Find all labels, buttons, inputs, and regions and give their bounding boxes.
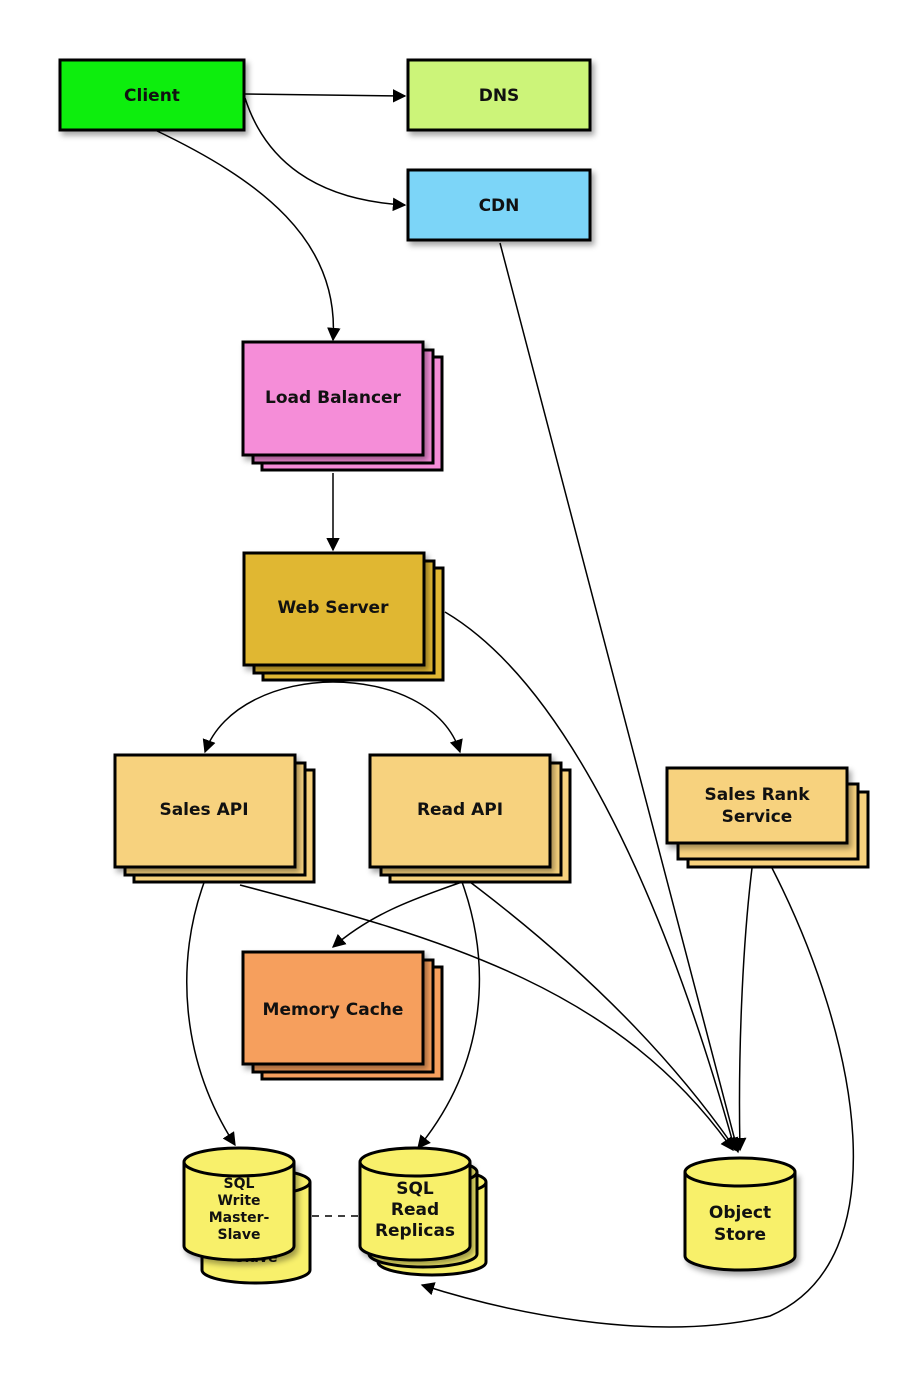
node-memory-cache: Memory Cache [241, 950, 444, 1081]
object-store-label-line1: Object [709, 1203, 771, 1223]
edge-read-api-sql-read [417, 881, 481, 1150]
edge-sales-api-sql-write [186, 879, 236, 1147]
sales-api-box [113, 753, 297, 869]
sql-master-cylinder: SQL Write Master- Slave [182, 1146, 296, 1262]
sql-read-replica-1-body [358, 1162, 472, 1262]
sales-rank-label-line2: Service [722, 807, 793, 827]
node-cdn: CDN [406, 168, 592, 242]
node-sql-read-replicas: SQL Read Replicas [358, 1146, 488, 1277]
dns-label: DNS [479, 86, 520, 106]
sql-master-body [182, 1162, 296, 1262]
node-read-api: Read API [368, 753, 572, 884]
node-client: Client [58, 58, 246, 132]
sql-master-top [182, 1146, 296, 1178]
node-dns: DNS [406, 58, 592, 132]
dns-box [406, 58, 592, 132]
sales-api-label: Sales API [159, 800, 248, 820]
edge-client-load-balancer [154, 129, 341, 342]
client-label: Client [124, 86, 180, 106]
sales-rank-box [665, 766, 849, 845]
memory-cache-box [241, 950, 425, 1066]
node-web-server: Web Server [242, 551, 445, 682]
node-object-store: Object Store [683, 1156, 797, 1272]
sql-write-label-line4: Slave [218, 1227, 261, 1243]
edge-sales-api-object-store [239, 884, 734, 1152]
edge-web-server-sales-api [202, 681, 334, 754]
sql-read-label-line1: SQL [396, 1179, 434, 1199]
load-balancer-box [241, 340, 425, 457]
object-store-top [683, 1156, 797, 1188]
sql-write-label-line2: Write [217, 1193, 260, 1209]
object-store-body [683, 1172, 797, 1272]
edge-read-api-object-store [469, 881, 737, 1152]
edge-web-server-read-api [332, 681, 463, 754]
read-api-box [368, 753, 552, 869]
edge-sales-rank-object-store [732, 867, 753, 1152]
node-sales-api: Sales API [113, 753, 316, 884]
sql-read-label-line3: Replicas [375, 1221, 455, 1241]
cdn-label: CDN [479, 196, 520, 216]
web-server-box [242, 551, 426, 667]
edge-read-api-memory-cache [331, 881, 463, 948]
node-sales-rank-service: Sales Rank Service [665, 766, 870, 869]
sql-read-replica-1-top [358, 1146, 472, 1178]
edge-client-dns [244, 89, 407, 103]
node-sql-write-master-slave: Slave SQL Write Master- Slave [182, 1146, 312, 1285]
cdn-box [406, 168, 592, 242]
sql-write-label-line3: Master- [209, 1210, 270, 1226]
edge-client-cdn [244, 97, 407, 212]
edge-web-server-object-store [444, 611, 739, 1152]
object-store-label-line2: Store [714, 1225, 766, 1245]
sales-rank-label-line1: Sales Rank [704, 785, 810, 805]
sql-read-label-line2: Read [391, 1200, 439, 1220]
node-load-balancer: Load Balancer [241, 340, 444, 472]
read-api-label: Read API [417, 800, 503, 820]
edges [154, 89, 855, 1328]
load-balancer-label: Load Balancer [265, 388, 402, 408]
edge-sales-rank-sql-read [420, 867, 855, 1328]
memory-cache-label: Memory Cache [263, 1000, 404, 1020]
client-box [58, 58, 246, 132]
web-server-label: Web Server [278, 598, 390, 618]
sql-write-label-line1: SQL [224, 1176, 255, 1192]
edge-cdn-object-store [499, 242, 742, 1154]
